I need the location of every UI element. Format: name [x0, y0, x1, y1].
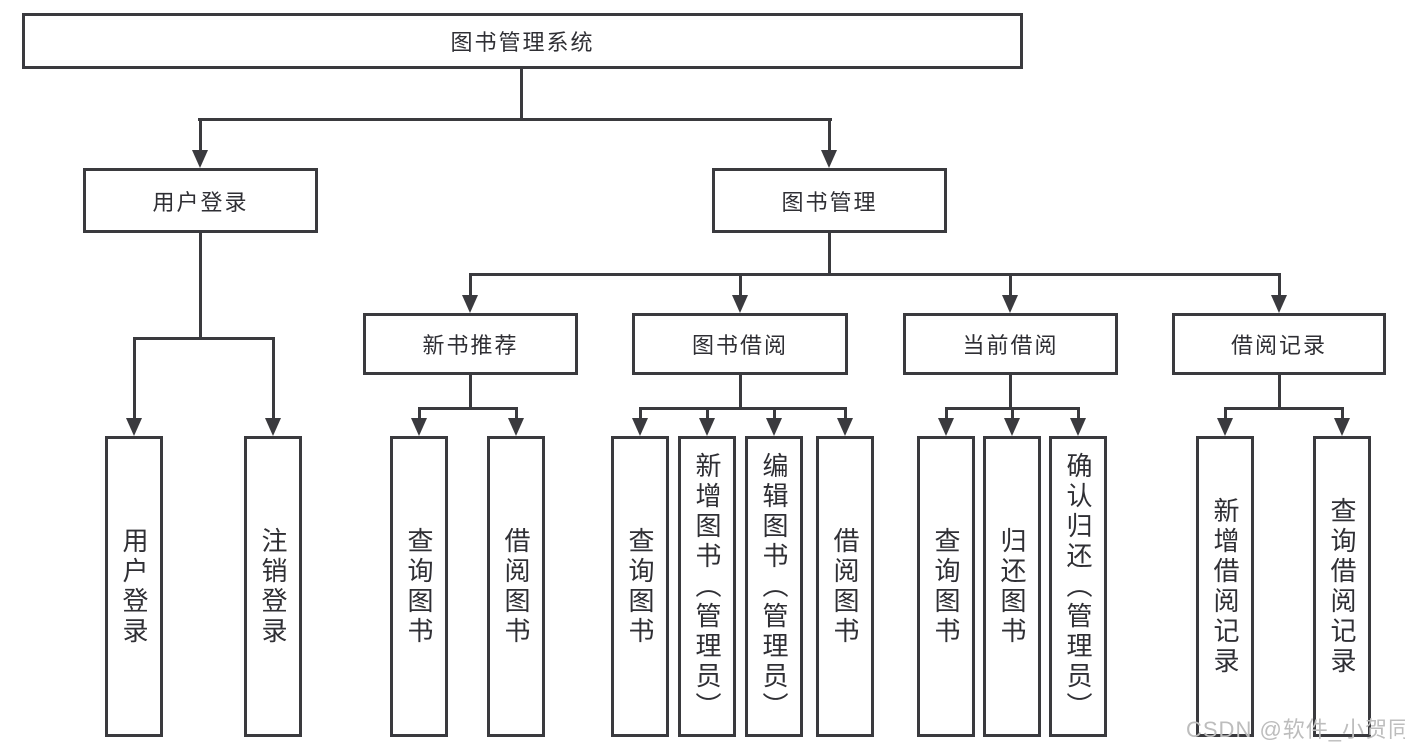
- connector-line: [1011, 407, 1014, 421]
- leaf-query-books-current: 查询图书: [917, 436, 975, 737]
- leaf-query-borrow-record: 查询借阅记录: [1313, 436, 1371, 737]
- connector-line: [945, 407, 948, 421]
- node-book-management: 图书管理: [712, 168, 947, 233]
- connector-line: [1077, 407, 1080, 421]
- arrowhead-down-icon: [1004, 418, 1020, 436]
- node-book-borrow: 图书借阅: [632, 313, 848, 375]
- connector-line: [469, 273, 1281, 276]
- connector-line: [418, 407, 421, 421]
- connector-line: [1278, 273, 1281, 297]
- connector-line: [515, 407, 518, 421]
- arrowhead-down-icon: [126, 418, 142, 436]
- arrowhead-down-icon: [411, 418, 427, 436]
- node-borrow-records: 借阅记录: [1172, 313, 1386, 375]
- connector-line: [1278, 375, 1281, 407]
- node-library-management-system: 图书管理系统: [22, 13, 1023, 69]
- connector-line: [828, 118, 831, 152]
- arrowhead-down-icon: [699, 418, 715, 436]
- leaf-logout: 注销登录: [244, 436, 302, 737]
- connector-line: [272, 337, 275, 419]
- connector-line: [199, 118, 202, 152]
- arrowhead-down-icon: [1271, 295, 1287, 313]
- leaf-borrow-books-recommend: 借阅图书: [487, 436, 545, 737]
- connector-line: [739, 273, 742, 297]
- node-current-borrow: 当前借阅: [903, 313, 1118, 375]
- leaf-query-books-borrow: 查询图书: [611, 436, 669, 737]
- arrowhead-down-icon: [508, 418, 524, 436]
- arrowhead-down-icon: [1070, 418, 1086, 436]
- arrowhead-down-icon: [837, 418, 853, 436]
- connector-line: [828, 233, 831, 273]
- arrowhead-down-icon: [766, 418, 782, 436]
- connector-line: [1224, 407, 1227, 421]
- leaf-user-login: 用户登录: [105, 436, 163, 737]
- connector-line: [469, 273, 472, 297]
- leaf-add-book-admin: 新增图书（管理员）: [678, 436, 736, 737]
- connector-line: [639, 407, 642, 421]
- connector-line: [418, 407, 518, 410]
- arrowhead-down-icon: [821, 150, 837, 168]
- leaf-borrow-books: 借阅图书: [816, 436, 874, 737]
- arrowhead-down-icon: [1002, 295, 1018, 313]
- connector-line: [199, 233, 202, 337]
- leaf-add-borrow-record: 新增借阅记录: [1196, 436, 1254, 737]
- arrowhead-down-icon: [732, 295, 748, 313]
- connector-line: [739, 375, 742, 407]
- connector-line: [1009, 375, 1012, 407]
- arrowhead-down-icon: [462, 295, 478, 313]
- connector-line: [133, 337, 275, 340]
- arrowhead-down-icon: [192, 150, 208, 168]
- connector-line: [706, 407, 709, 421]
- connector-line: [639, 407, 847, 410]
- watermark-text: CSDN @软件_小贺同学: [1186, 717, 1405, 742]
- arrowhead-down-icon: [1217, 418, 1233, 436]
- connector-line: [469, 375, 472, 407]
- connector-line: [1009, 273, 1012, 297]
- leaf-return-book: 归还图书: [983, 436, 1041, 737]
- connector-line: [520, 69, 523, 118]
- arrowhead-down-icon: [1334, 418, 1350, 436]
- connector-line: [844, 407, 847, 421]
- arrowhead-down-icon: [265, 418, 281, 436]
- leaf-confirm-return-admin: 确认归还（管理员）: [1049, 436, 1107, 737]
- node-user-login: 用户登录: [83, 168, 318, 233]
- connector-line: [1341, 407, 1344, 421]
- connector-line: [133, 337, 136, 419]
- connector-line: [773, 407, 776, 421]
- leaf-edit-book-admin: 编辑图书（管理员）: [745, 436, 803, 737]
- arrowhead-down-icon: [632, 418, 648, 436]
- node-new-book-recommend: 新书推荐: [363, 313, 578, 375]
- arrowhead-down-icon: [938, 418, 954, 436]
- leaf-query-books-recommend: 查询图书: [390, 436, 448, 737]
- connector-line: [1224, 407, 1344, 410]
- connector-line: [198, 118, 832, 121]
